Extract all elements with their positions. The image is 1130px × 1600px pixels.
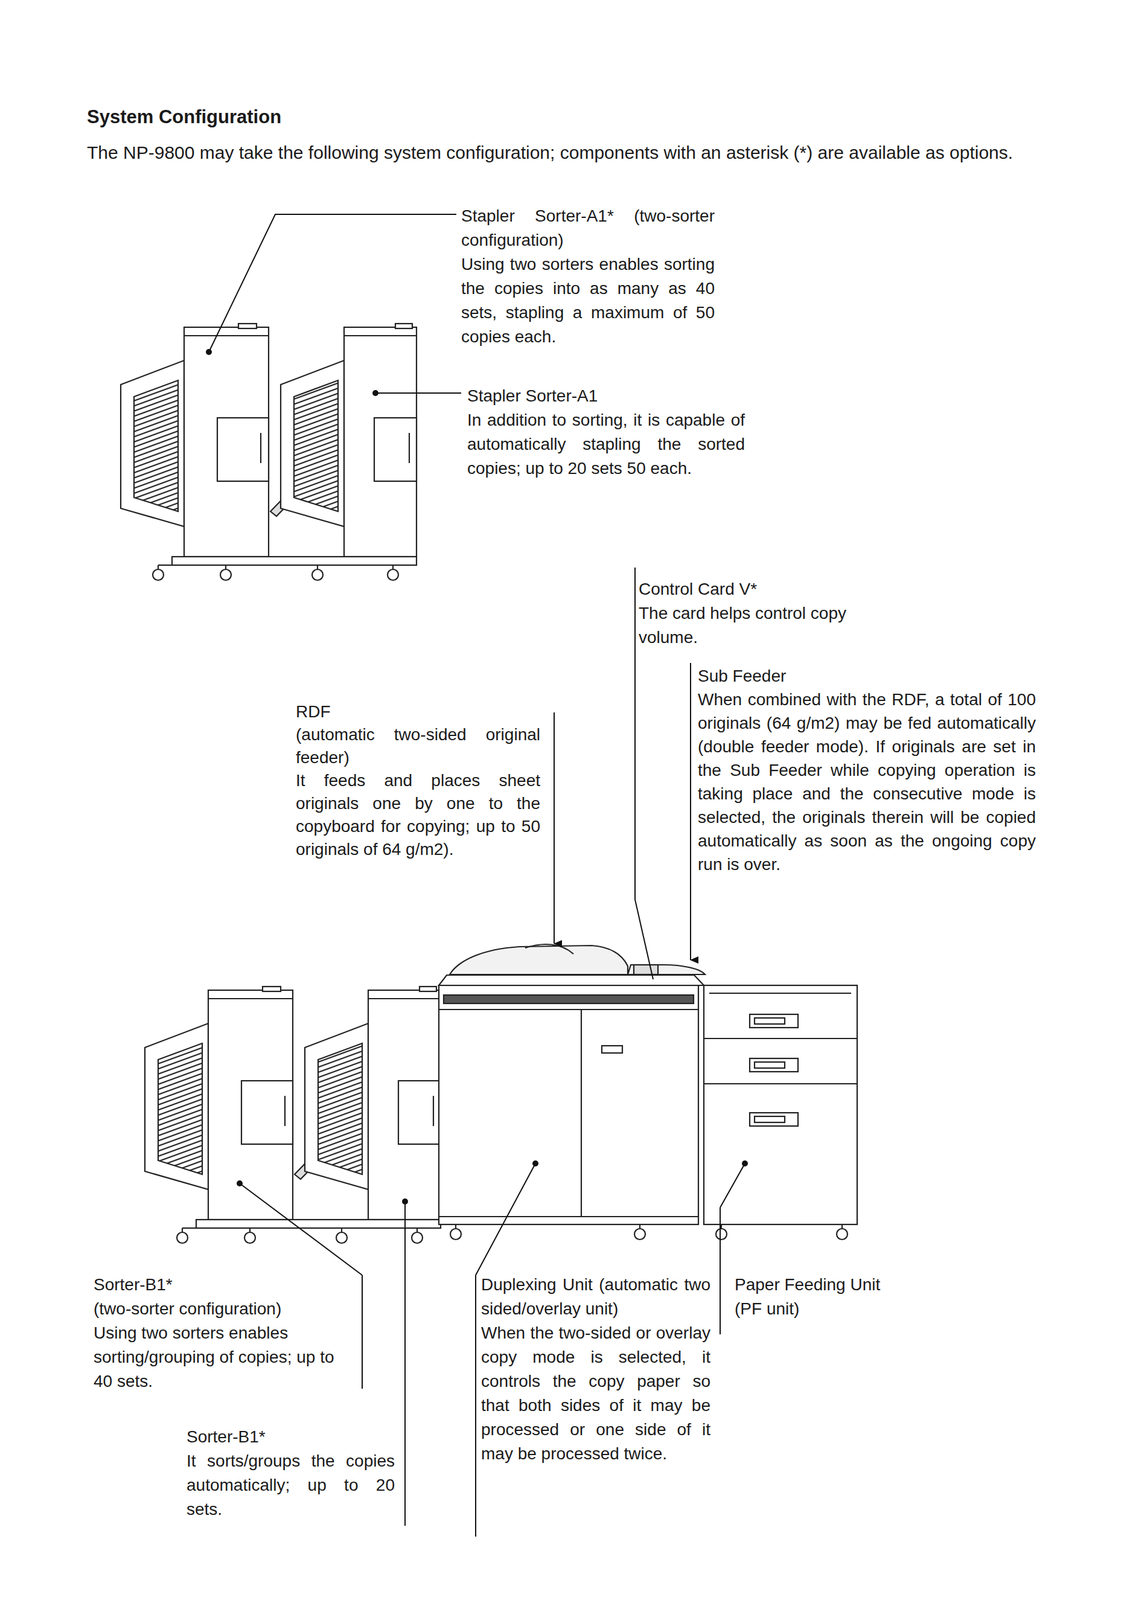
callout-text: Sorter-B1* <box>186 1424 395 1449</box>
callout-text: Paper Feeding Unit <box>734 1272 965 1297</box>
callout-block: Sorter-B1*It sorts/groups the copies aut… <box>186 1424 395 1522</box>
callout-text: Sorter-B1* <box>93 1272 354 1297</box>
callout-text: Using two sorters enables sorting the co… <box>461 252 715 349</box>
callout-text: Using two sorters enables sorting/groupi… <box>93 1320 354 1394</box>
callout-text: Control Card V* <box>638 577 869 602</box>
callout-block: Stapler Sorter-A1In addition to sorting,… <box>467 383 745 481</box>
callout-block: RDF(automatic two-sided original feeder)… <box>295 700 541 861</box>
callout-text: It sorts/groups the copies automatically… <box>186 1448 395 1522</box>
callout-text: In addition to sorting, it is capable of… <box>467 408 745 481</box>
callout-block: The NP-9800 may take the following syste… <box>86 140 1029 166</box>
callout-text: The card helps control copy volume. <box>638 601 869 650</box>
callout-block: Sorter-B1*(two-sorter configuration)Usin… <box>93 1272 354 1394</box>
callout-text: (two-sorter configuration) <box>93 1296 354 1321</box>
callout-block: Paper Feeding Unit(PF unit) <box>734 1272 965 1321</box>
callout-text: It feeds and places sheet originals one … <box>295 769 541 861</box>
callout-text: Stapler Sorter-A1 <box>467 383 745 409</box>
callout-text: (automatic two-sided original feeder) <box>295 723 541 770</box>
callout-text: Sub Feeder <box>697 663 1036 688</box>
callout-block: Sub FeederWhen combined with the RDF, a … <box>697 663 1036 876</box>
callout-text: When combined with the RDF, a total of 1… <box>697 687 1036 876</box>
callout-block: Stapler Sorter-A1* (two-sorter configura… <box>461 204 715 349</box>
callout-text: Duplexing Unit (automatic two sided/over… <box>481 1272 711 1321</box>
callout-text: Stapler Sorter-A1* (two-sorter configura… <box>461 204 715 253</box>
callout-block: Control Card V*The card helps control co… <box>638 577 869 650</box>
callout-block: Duplexing Unit (automatic two sided/over… <box>481 1272 711 1466</box>
intro-text: The NP-9800 may take the following syste… <box>86 140 1029 166</box>
callout-text: RDF <box>295 700 541 724</box>
callout-text: When the two-sided or overlay copy mode … <box>481 1320 711 1466</box>
callout-text: (PF unit) <box>734 1296 965 1321</box>
section-title: System Configuration <box>86 106 282 128</box>
